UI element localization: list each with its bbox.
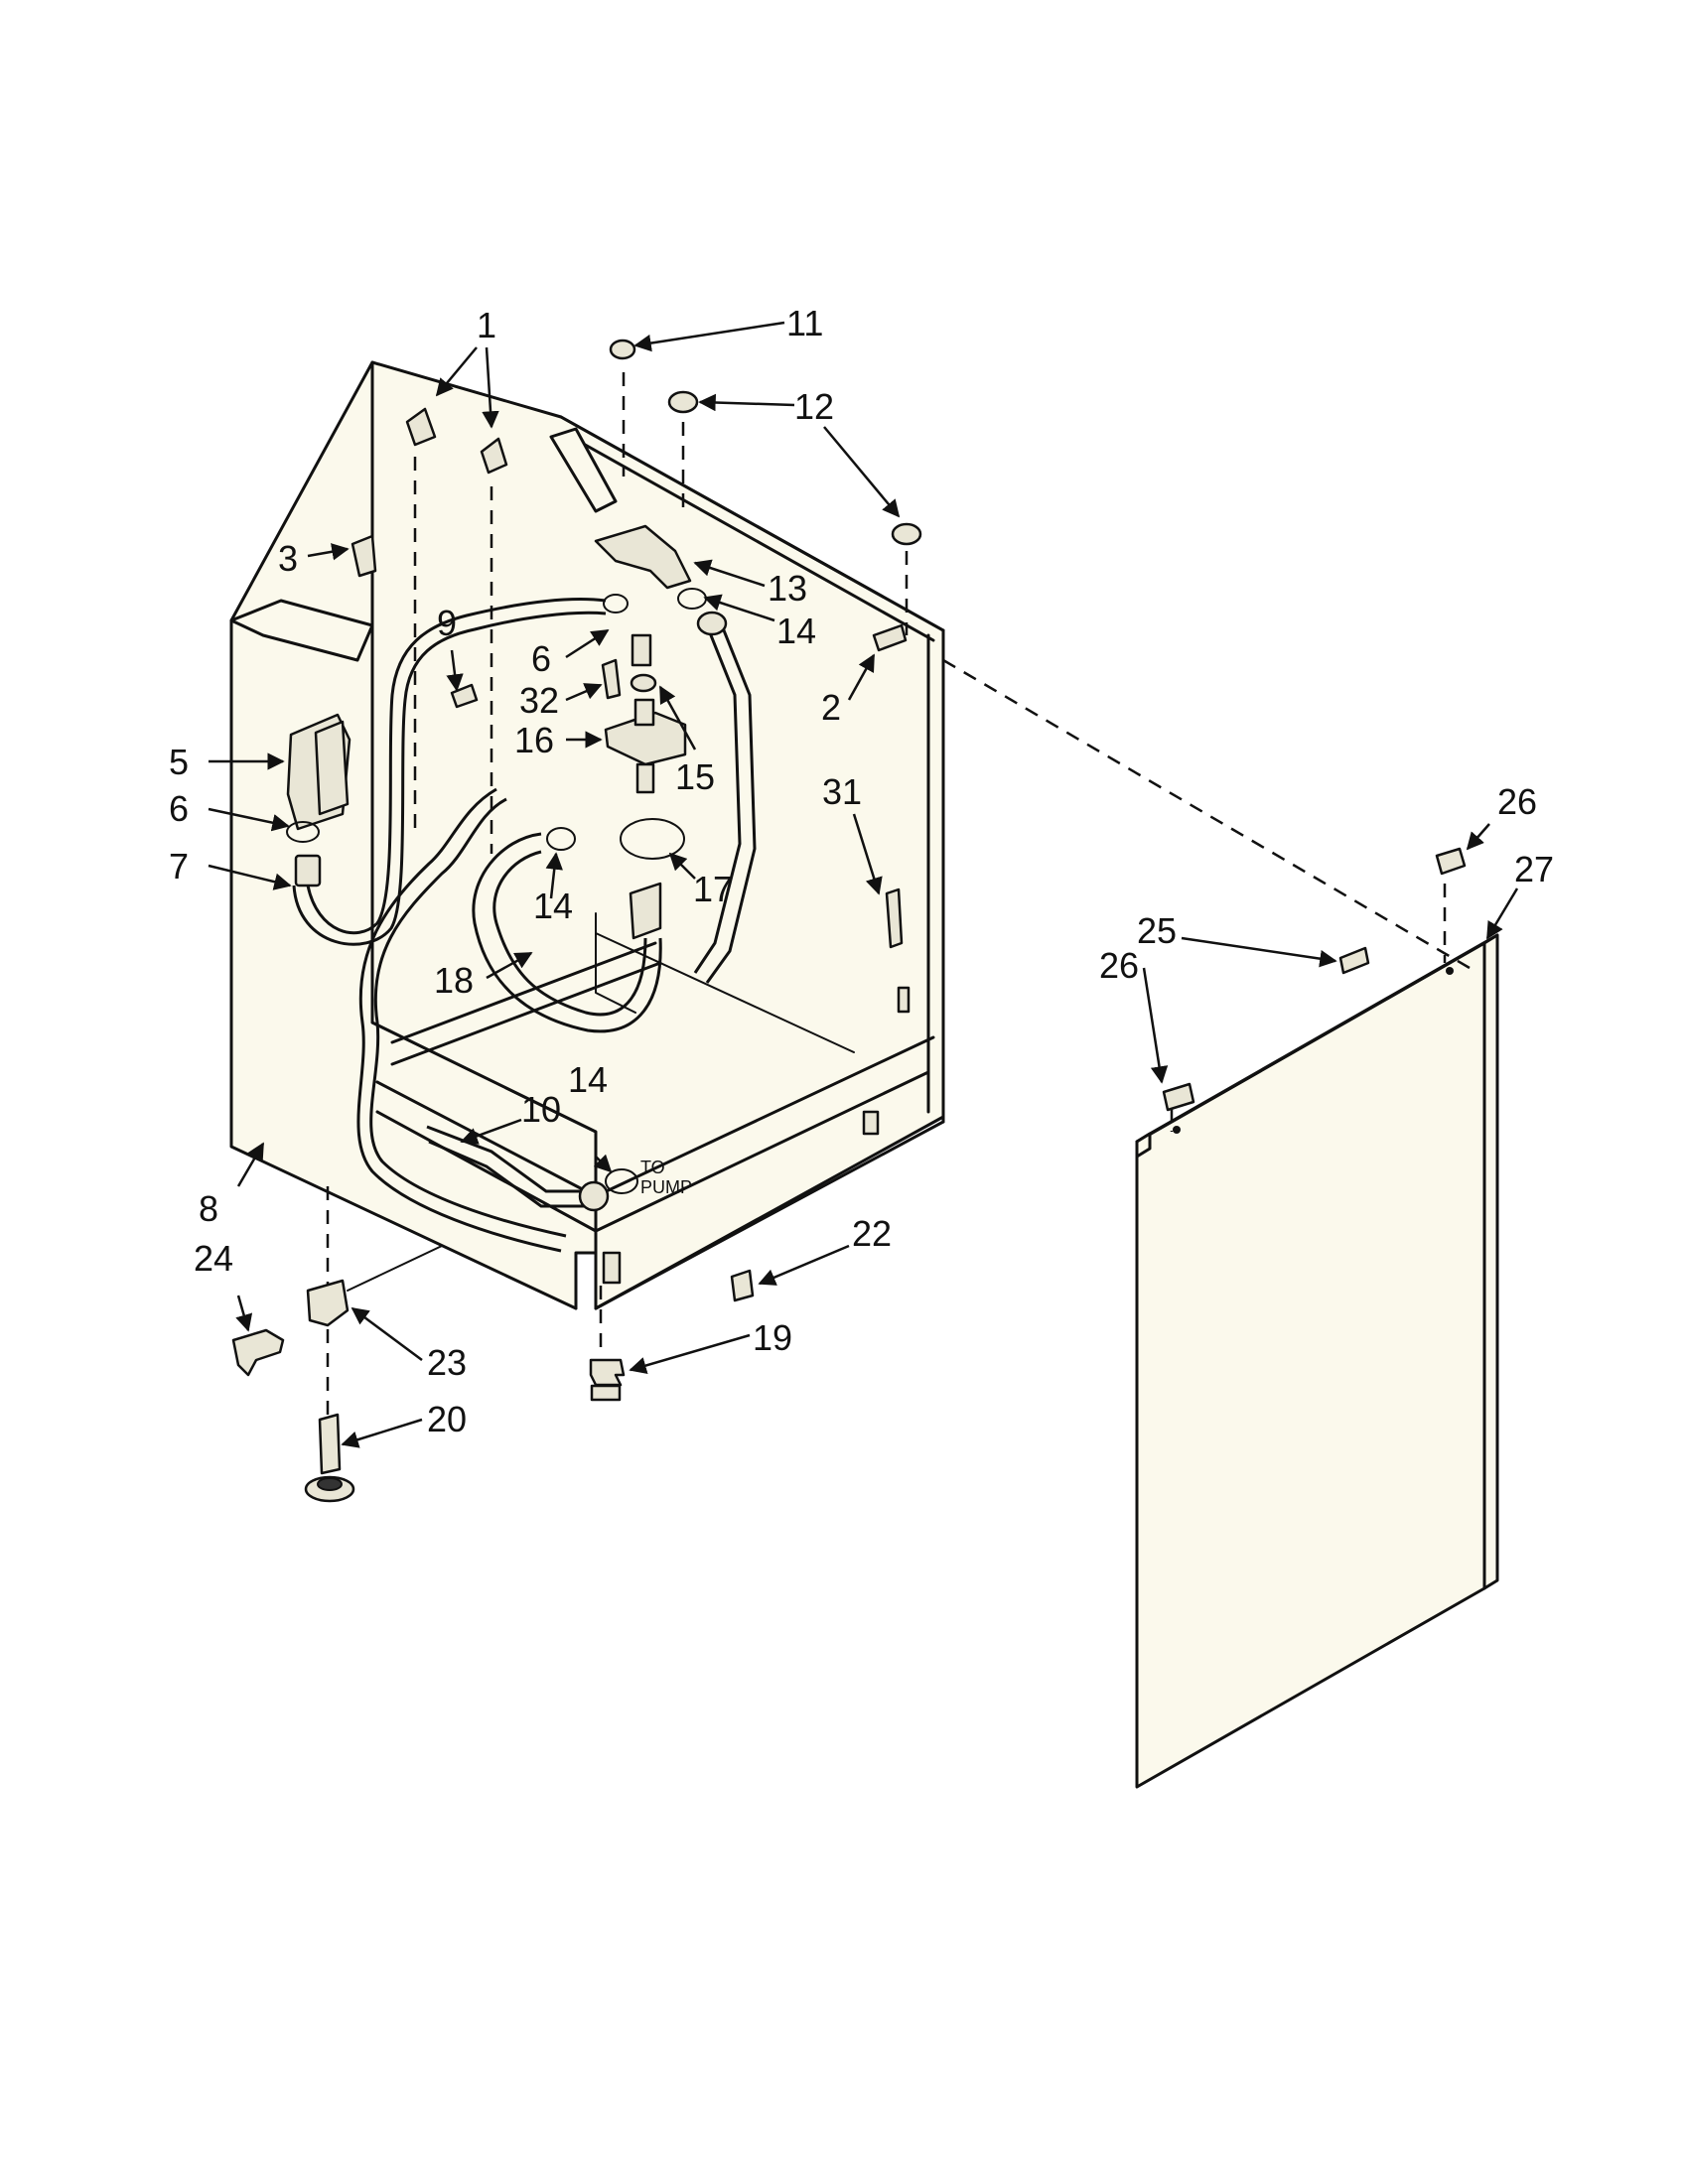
callout-27: 27 (1514, 849, 1554, 889)
callout-3: 3 (278, 538, 298, 579)
callout-13: 13 (768, 568, 807, 609)
callout-16: 16 (514, 720, 554, 760)
callout-25: 25 (1137, 910, 1177, 951)
callout-11: 11 (786, 303, 823, 343)
clip-nut (609, 339, 636, 360)
rear-leg (318, 1413, 342, 1475)
screw (872, 623, 908, 652)
callout-1: 1 (477, 305, 496, 345)
callout-31: 31 (822, 771, 862, 812)
panel-clip (1162, 1082, 1195, 1112)
leaders (208, 321, 1519, 1448)
callout-9: 9 (437, 603, 457, 643)
panel-clip (1338, 946, 1370, 975)
parts (231, 339, 1467, 1503)
callout-18: 18 (434, 960, 474, 1001)
callout-14-middle: 14 (533, 886, 573, 926)
callout-labels: 1 2 3 5 6 6 7 8 9 10 11 12 13 14 14 14 1… (169, 303, 1554, 1439)
callout-23: 23 (427, 1342, 467, 1383)
hose-clip (405, 407, 437, 447)
callout-7: 7 (169, 846, 189, 887)
callout-14-top: 14 (776, 611, 816, 651)
assembly-lines (326, 372, 1471, 1420)
callout-8: 8 (199, 1188, 218, 1229)
front-panel (1135, 933, 1499, 1789)
callout-20: 20 (427, 1399, 467, 1439)
hose-clamp (286, 821, 320, 843)
callout-14-pump: 14 (568, 1059, 608, 1100)
callout-6-left: 6 (169, 788, 189, 829)
cabinet (229, 360, 945, 1310)
callout-10: 10 (521, 1089, 561, 1130)
callout-32: 32 (519, 680, 559, 721)
callout-6-top: 6 (531, 638, 551, 679)
drain-hose-end (629, 882, 662, 940)
callout-19: 19 (753, 1317, 792, 1358)
screw (351, 534, 377, 578)
seal-strip (885, 887, 904, 949)
screw (601, 658, 622, 700)
callout-2: 2 (821, 687, 841, 728)
leg-bracket (306, 1279, 350, 1327)
ring-clamp (620, 818, 685, 860)
callout-26-upper: 26 (1497, 781, 1537, 822)
callout-5: 5 (169, 742, 189, 782)
callout-12: 12 (794, 386, 834, 427)
front-panel-face (1135, 941, 1486, 1789)
air-dome (604, 711, 687, 766)
leveling-leg (589, 1358, 626, 1387)
callout-26-lower: 26 (1099, 945, 1139, 986)
callout-17: 17 (693, 869, 733, 909)
tub-clip (730, 1269, 755, 1302)
spring-clip (231, 1328, 285, 1377)
hose-clip (480, 437, 508, 475)
to-pump-note-line2: PUMP (640, 1177, 692, 1197)
panel-clip (1435, 847, 1467, 876)
callout-24: 24 (194, 1238, 233, 1279)
inlet-hose (306, 598, 607, 935)
elbow (594, 524, 692, 590)
callout-22: 22 (852, 1213, 892, 1254)
plug (891, 522, 922, 546)
cabinet-top-flange (229, 599, 374, 662)
plug (667, 390, 699, 414)
callout-15: 15 (675, 756, 715, 797)
to-pump-note-line1: TO (640, 1158, 665, 1177)
